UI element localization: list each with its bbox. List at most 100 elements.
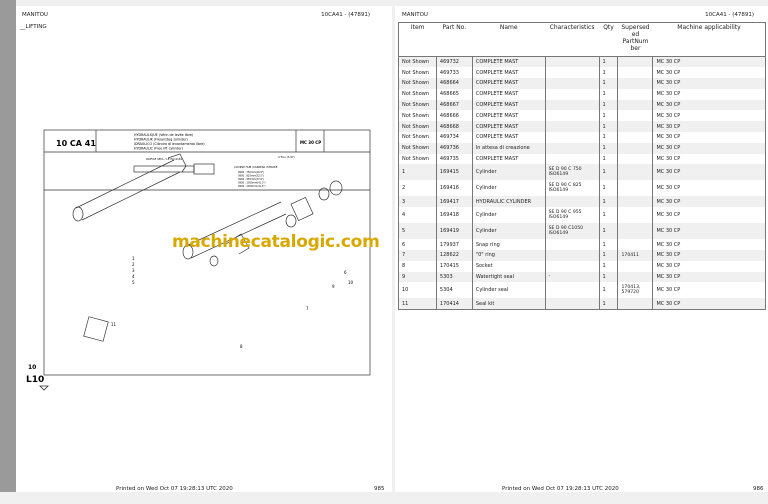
table-cell: Cylinder bbox=[471, 223, 546, 240]
table-cell: MC 30 CP bbox=[652, 67, 766, 79]
table-cell: Not Shown bbox=[398, 56, 437, 68]
callout: 5 bbox=[132, 280, 135, 285]
table-cell bbox=[544, 99, 600, 111]
table-cell: MC 30 CP bbox=[652, 121, 766, 133]
table-cell bbox=[544, 67, 600, 79]
table-cell: Not Shown bbox=[398, 78, 437, 89]
table-cell: 169419 bbox=[435, 223, 473, 240]
table-cell: 1 bbox=[598, 271, 619, 283]
table-cell: COMPLETE MAST bbox=[471, 78, 546, 89]
table-cell: 1 bbox=[598, 99, 619, 111]
table-cell: Not Shown bbox=[398, 110, 437, 122]
table-cell: 1 bbox=[598, 223, 619, 240]
column-header: Machine applicability bbox=[652, 22, 766, 57]
watermark: machinecatalogic.com bbox=[172, 232, 380, 252]
stroke-value: 0900 : 1050mm(41.3") bbox=[238, 182, 266, 185]
table-cell: Cylinder seal bbox=[471, 282, 546, 299]
stroke-value: 0900 : 1050mm(41.3") bbox=[238, 185, 266, 188]
table-cell: 170414 bbox=[435, 298, 473, 310]
table-cell: COMPLETE MAST bbox=[471, 110, 546, 122]
table-cell bbox=[544, 121, 600, 133]
column-header: Supersed ed PartNum ber bbox=[617, 22, 653, 57]
table-cell: SE D 90 C1050 ISO6149 bbox=[544, 223, 600, 240]
dimension-label: 4 Trou (3.97) bbox=[278, 155, 295, 159]
table-cell: 5303 bbox=[435, 271, 473, 283]
table-cell bbox=[617, 67, 654, 79]
orifice-label: ORIFICE SEUL / LE ISO 6149 bbox=[146, 157, 182, 161]
table-cell: Snap ring bbox=[471, 239, 546, 251]
table-cell bbox=[617, 110, 654, 122]
print-date: Printed on Wed Oct 07 19:28:13 UTC 2020 bbox=[116, 486, 233, 492]
table-cell: Cylinder bbox=[471, 180, 546, 197]
table-cell: Cylinder bbox=[471, 207, 546, 224]
table-cell: Not Shown bbox=[398, 142, 437, 154]
table-cell bbox=[617, 153, 654, 165]
drawing-ref: 10 CA 41 bbox=[56, 139, 96, 148]
doc-code: 10CA41 - (47891) bbox=[705, 12, 754, 18]
column-header: Qty bbox=[599, 22, 618, 57]
drawing-model: MC 30 CP bbox=[300, 140, 321, 145]
table-cell: MC 30 CP bbox=[652, 99, 766, 111]
table-cell: 1 bbox=[598, 142, 619, 154]
table-cell: MC 30 CP bbox=[652, 78, 766, 89]
table-cell: SE D 90 C 825 ISO6149 bbox=[544, 180, 600, 197]
table-cell: 5 bbox=[398, 223, 437, 240]
table-cell bbox=[617, 88, 654, 100]
table-cell: MC 30 CP bbox=[652, 180, 766, 197]
table-cell bbox=[544, 78, 600, 89]
table-cell: 2 bbox=[398, 180, 437, 197]
table-cell: 1 bbox=[598, 207, 619, 224]
drawing-title-it: IDRAULICO (Cilindro di levantamento libr… bbox=[134, 142, 205, 146]
column-header: Part No. bbox=[436, 22, 473, 57]
table-cell bbox=[544, 260, 600, 272]
table-cell bbox=[544, 250, 600, 261]
table-cell bbox=[617, 196, 654, 208]
table-cell: MC 30 CP bbox=[652, 260, 766, 272]
table-cell: 1 bbox=[598, 132, 619, 143]
section-title: __LIFTING bbox=[20, 24, 47, 30]
callout: 9 bbox=[332, 284, 335, 289]
table-cell bbox=[544, 56, 600, 68]
viewer-gutter bbox=[0, 0, 16, 492]
table-cell: MC 30 CP bbox=[652, 88, 766, 100]
table-cell: MC 30 CP bbox=[652, 207, 766, 224]
table-cell: MC 30 CP bbox=[652, 223, 766, 240]
callout: 3 bbox=[132, 268, 135, 273]
table-cell: 169417 bbox=[435, 196, 473, 208]
table-cell: 11 bbox=[398, 298, 437, 310]
table-cell: Not Shown bbox=[398, 153, 437, 165]
drawing-title-de: HYDRAULIK (Freiansteg zylinder) bbox=[134, 138, 188, 142]
table-cell: 1 bbox=[598, 67, 619, 79]
table-cell bbox=[544, 298, 600, 310]
table-cell bbox=[617, 207, 654, 224]
table-cell: 1 bbox=[398, 164, 437, 181]
column-header: Item bbox=[398, 22, 437, 57]
table-cell: Not Shown bbox=[398, 121, 437, 133]
exploded-drawing: 10 CA 41 MC 30 CP HYDRAULIQUE (Vérin de … bbox=[26, 129, 371, 391]
table-cell: Seal kit bbox=[471, 298, 546, 310]
table-cell: COMPLETE MAST bbox=[471, 132, 546, 143]
table-cell: 1 bbox=[598, 164, 619, 181]
table-cell: 1 bbox=[598, 260, 619, 272]
table-cell: MC 30 CP bbox=[652, 250, 766, 261]
table-cell: MC 30 CP bbox=[652, 132, 766, 143]
table-cell: 1 bbox=[598, 250, 619, 261]
table-cell: 468667 bbox=[435, 99, 473, 111]
table-cell: MC 30 CP bbox=[652, 56, 766, 68]
brand: MANITOU bbox=[402, 12, 428, 18]
table-cell: 7 bbox=[398, 250, 437, 261]
table-cell: 10 bbox=[398, 282, 437, 299]
table-cell: 1 bbox=[598, 153, 619, 165]
table-cell bbox=[617, 223, 654, 240]
table-cell: 1 bbox=[598, 56, 619, 68]
table-cell: 4 bbox=[398, 207, 437, 224]
